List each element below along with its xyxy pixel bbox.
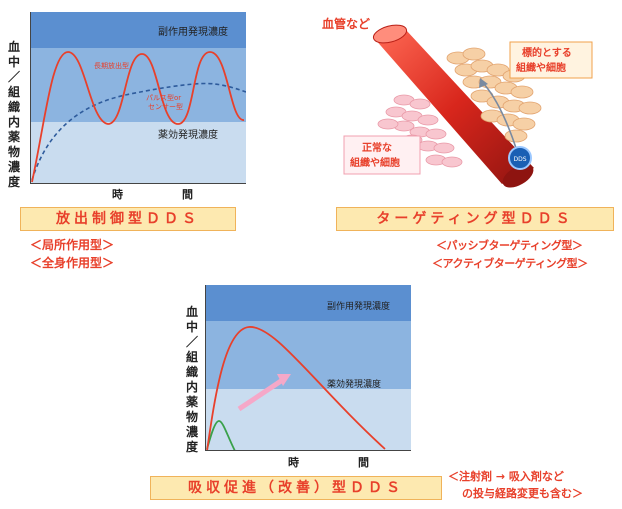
chart1-subtherapeutic-band — [30, 122, 246, 184]
target-label-2: 組織や細胞 — [516, 61, 566, 74]
chart2-plot: 副作用発現濃度 薬効発現濃度 — [205, 285, 411, 451]
chart1-pulse-label-1: パルス型or — [146, 93, 181, 102]
targeting-illustration: DDS 血管など 標的とする 組織や細胞 正常な 組織や細胞 — [322, 16, 593, 188]
chart2-note-2: の投与経路変更も含む＞ — [462, 487, 583, 500]
normal-label-1: 正常な — [362, 141, 392, 154]
chart2-xlabel: 時 間 — [288, 456, 393, 469]
dds-particle — [508, 146, 532, 170]
targeting-arrow — [483, 83, 517, 149]
target-tissue-cells — [446, 47, 542, 143]
targeting-subtype-2: ＜アクティブターゲティング型＞ — [432, 257, 588, 270]
chart1-sustained-label: 長期放出型 — [94, 61, 129, 70]
chart2-side-effect-label: 副作用発現濃度 — [327, 300, 390, 312]
improvement-arrow — [237, 374, 291, 412]
chart2-title: 吸収促進（改善）型ＤＤＳ — [150, 476, 442, 500]
chart1-side-effect-label: 副作用発現濃度 — [158, 25, 228, 38]
vessel-label: 血管など — [322, 16, 370, 31]
target-label-box — [509, 41, 593, 79]
chart1-xlabel: 時 間 — [112, 188, 217, 201]
chart1-title: 放出制御型ＤＤＳ — [20, 207, 236, 231]
targeting-title: ターゲティング型ＤＤＳ — [336, 207, 614, 231]
dds-particle-label: DDS — [513, 156, 526, 163]
targeting-subtype-1: ＜パッシブターゲティング型＞ — [436, 239, 583, 252]
chart1-pulse-curve — [31, 51, 245, 183]
chart2-therapeutic-band — [205, 321, 411, 389]
targeting-arrowhead — [479, 78, 488, 88]
chart2-subtherapeutic-band — [205, 389, 411, 451]
target-label-1: 標的とする — [522, 46, 572, 59]
normal-label-box — [343, 135, 421, 175]
chart1-therapeutic-band — [30, 48, 246, 122]
chart2-before-curve — [206, 420, 236, 451]
normal-label-2: 組織や細胞 — [350, 156, 400, 169]
chart1-plot: 副作用発現濃度 薬効発現濃度 長期放出型 パルス型or センサー型 — [30, 12, 246, 184]
blood-vessel — [372, 24, 534, 188]
chart2-side-effect-band — [205, 285, 411, 321]
chart2-after-curve — [206, 326, 386, 451]
chart1-subtype-2: ＜全身作用型＞ — [30, 256, 115, 270]
normal-tissue-cells — [377, 94, 463, 168]
chart2-ylabel: 血中／組織内薬物濃度 — [185, 305, 198, 454]
chart2-note-1: ＜注射剤 → 吸入剤など — [448, 470, 564, 483]
chart2-effect-label: 薬効発現濃度 — [327, 378, 381, 390]
chart1-pulse-label-2: センサー型 — [148, 102, 183, 111]
chart1-subtype-1: ＜局所作用型＞ — [30, 238, 115, 252]
chart1-side-effect-band — [30, 12, 246, 48]
chart1-effect-label: 薬効発現濃度 — [158, 128, 218, 141]
chart1-ylabel: 血中／組織内薬物濃度 — [7, 40, 20, 189]
